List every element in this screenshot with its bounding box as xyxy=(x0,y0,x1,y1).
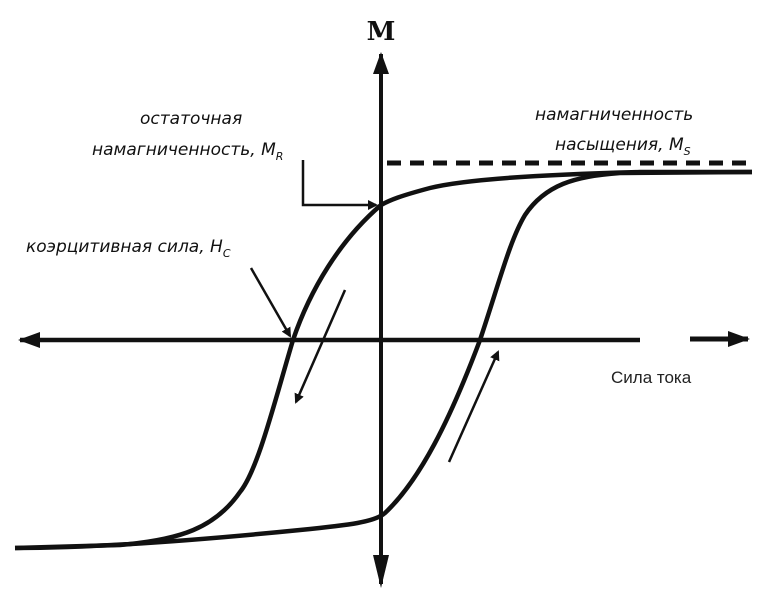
saturation-label-line1: намагниченность xyxy=(535,105,693,125)
ascending-branch xyxy=(14,169,753,551)
current-axis-label: Сила тока xyxy=(611,368,692,387)
coercivity-label: коэрцитивная сила, HC xyxy=(26,237,231,260)
ascending-direction-arrow xyxy=(447,350,500,463)
coercivity-pointer xyxy=(249,267,292,338)
descending-branch xyxy=(14,169,752,551)
m-axis-label: M xyxy=(367,17,396,47)
remanence-label-line1: остаточная xyxy=(140,109,242,129)
remanence-pointer xyxy=(301,160,378,210)
descending-direction-arrow xyxy=(294,289,347,404)
remanence-label-line2: намагниченность, MR xyxy=(92,140,283,163)
m-axis-down-arrow xyxy=(373,555,389,588)
saturation-label-line2: насыщения, MS xyxy=(555,135,691,158)
